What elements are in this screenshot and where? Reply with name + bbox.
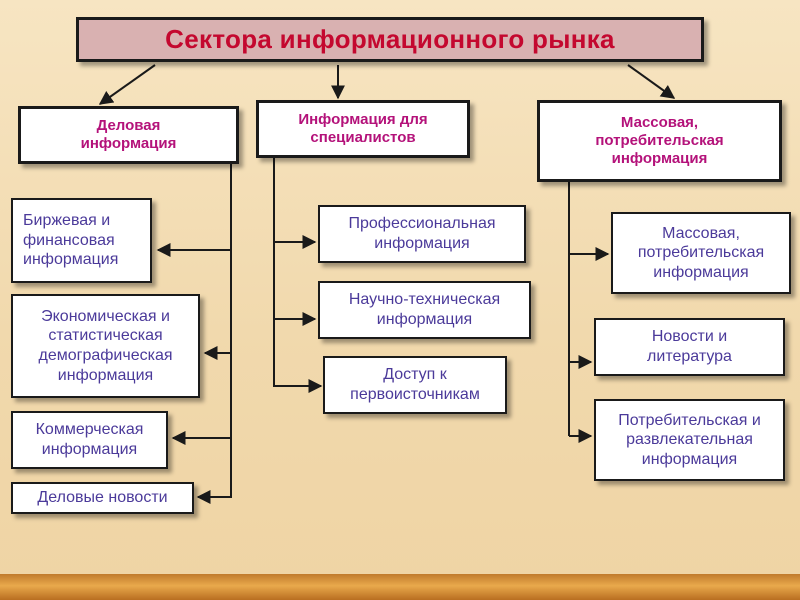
heading-mass-info: Массовая, потребительская информация	[537, 100, 782, 182]
bottom-decor-bar	[0, 574, 800, 600]
connector-trunk-specialists	[273, 157, 275, 387]
item-professional-label: Профессиональная информация	[348, 215, 496, 252]
item-economic-statistical: Экономическая и статистическая демографи…	[11, 294, 200, 398]
arrow-title-to-business	[98, 64, 156, 105]
item-economic-statistical-label: Экономическая и статистическая демографи…	[38, 307, 173, 384]
heading-specialists-info-label: Информация для специалистов	[298, 110, 428, 146]
heading-specialists-info: Информация для специалистов	[256, 100, 470, 158]
diagram-title: Сектора информационного рынка	[76, 17, 704, 62]
item-exchange-financial-label: Биржевая и финансовая информация	[23, 212, 119, 269]
arrow-title-to-mass	[627, 64, 676, 99]
item-professional: Профессиональная информация	[318, 205, 526, 263]
heading-business-info-label: Деловая информация	[80, 116, 177, 152]
item-scientific-technical-label: Научно-техническая информация	[348, 291, 501, 328]
item-scientific-technical: Научно-техническая информация	[318, 281, 531, 339]
item-consumer-entertainment: Потребительская и развлекательная информ…	[594, 399, 785, 481]
heading-mass-info-label: Массовая, потребительская информация	[595, 113, 724, 168]
connector-trunk-business	[230, 163, 232, 498]
connector-trunk-mass	[568, 181, 570, 436]
item-business-news-label: Деловые новости	[37, 489, 168, 507]
item-primary-sources: Доступ к первоисточникам	[323, 356, 507, 414]
item-exchange-financial: Биржевая и финансовая информация	[11, 198, 152, 283]
item-news-literature: Новости и литература	[594, 318, 785, 376]
heading-business-info: Деловая информация	[18, 106, 239, 164]
item-commercial-label: Коммерческая информация	[35, 421, 144, 458]
item-commercial: Коммерческая информация	[11, 411, 168, 469]
item-news-literature-label: Новости и литература	[647, 328, 732, 365]
item-business-news: Деловые новости	[11, 482, 194, 514]
item-mass-consumer: Массовая, потребительская информация	[611, 212, 791, 294]
item-primary-sources-label: Доступ к первоисточникам	[350, 366, 480, 403]
item-consumer-entertainment-label: Потребительская и развлекательная информ…	[618, 411, 761, 468]
item-mass-consumer-label: Массовая, потребительская информация	[637, 224, 765, 281]
